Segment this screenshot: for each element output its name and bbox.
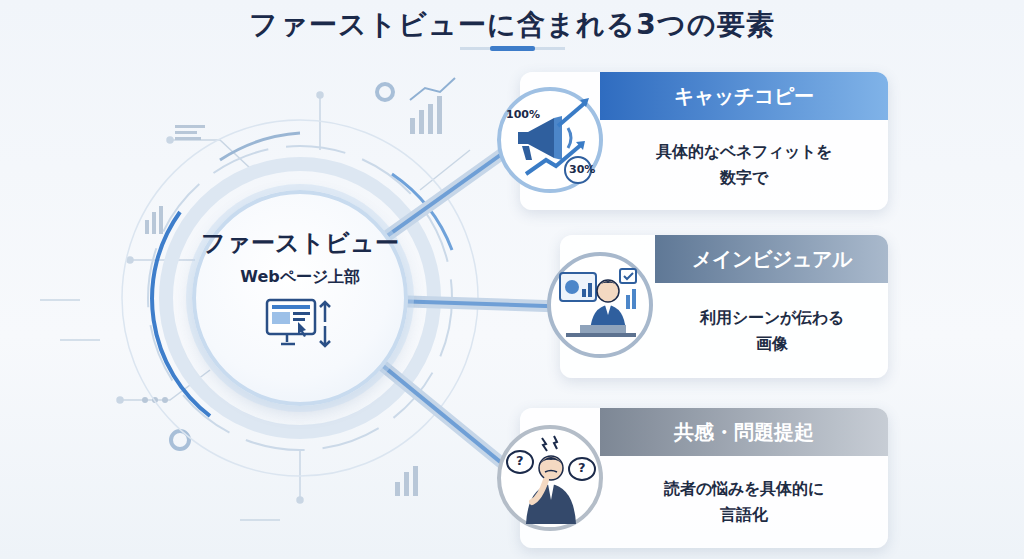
illustration-icon: [496, 424, 604, 536]
card-heading: メインビジュアル: [692, 246, 852, 273]
connector-beam: [384, 366, 520, 478]
card-header-band: キャッチコピー: [600, 72, 888, 120]
card-body-text: 読者の悩みを具体的に 言語化: [652, 476, 837, 527]
illustration-icon: [496, 86, 604, 198]
card-heading: キャッチコピー: [674, 83, 814, 110]
card-body-text: 利用シーンが伝わる 画像: [689, 305, 854, 356]
connector-beam: [408, 302, 560, 307]
card-header-band: メインビジュアル: [655, 235, 888, 283]
card-body: 読者の悩みを具体的に 言語化: [600, 456, 888, 548]
hub-heading: ファーストビュー: [201, 227, 399, 259]
icon-label: ?: [516, 453, 524, 468]
card-header-band: 共感・問題提起: [600, 408, 888, 456]
card-heading: 共感・問題提起: [674, 419, 814, 446]
card-body-text: 具体的なベネフィットを 数字で: [644, 139, 844, 190]
diagram-title: ファーストビューに含まれる3つの要素: [0, 6, 1024, 44]
element-card: メインビジュアル利用シーンが伝わる 画像: [560, 235, 888, 378]
element-card: 共感・問題提起読者の悩みを具体的に 言語化??: [520, 408, 888, 548]
icon-label: ?: [578, 460, 586, 475]
card-body: 利用シーンが伝わる 画像: [655, 283, 888, 378]
card-body: 具体的なベネフィットを 数字で: [600, 120, 888, 210]
monitor-icon: [265, 296, 335, 352]
hub-circle: ファーストビュー Webページ上部: [192, 190, 408, 406]
icon-label: 30%: [569, 163, 595, 176]
element-card: キャッチコピー具体的なベネフィットを 数字で100%30%: [520, 72, 888, 210]
hub-subtext: Webページ上部: [240, 267, 359, 288]
illustration-icon: [546, 251, 654, 363]
icon-label: 100%: [506, 108, 540, 121]
